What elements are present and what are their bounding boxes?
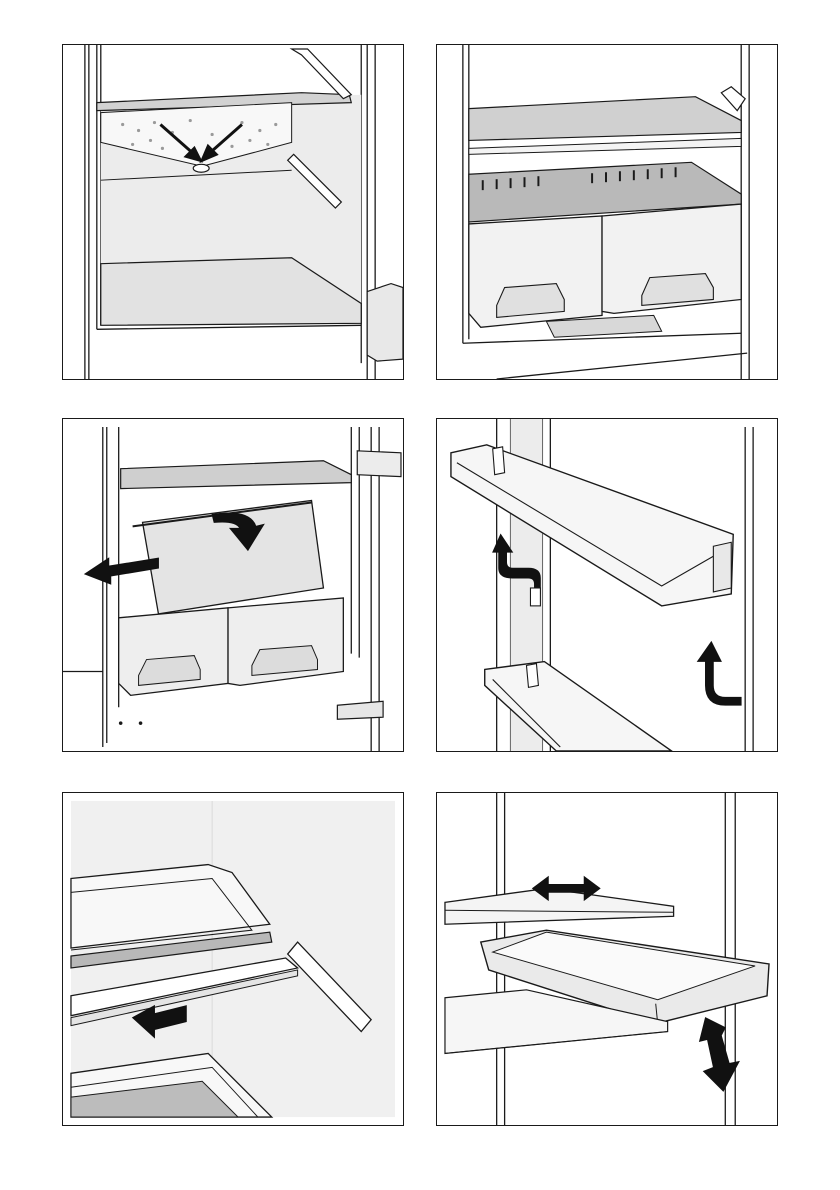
door-shelf-drawing <box>437 419 777 751</box>
shelf-insert-illustration <box>62 792 404 1126</box>
crisper-cover-drawing <box>63 419 403 751</box>
pull-down-arrow <box>699 1018 739 1092</box>
crisper-drawers-illustration <box>436 44 778 380</box>
shelf-insert-drawing <box>63 793 403 1125</box>
sliding-tray-illustration <box>436 792 778 1126</box>
upper-door-shelf <box>451 445 733 606</box>
glass-shelf <box>445 888 674 924</box>
remove-crisper-cover-illustration <box>62 418 404 752</box>
tilt-arrow <box>697 642 741 706</box>
sliding-tray-drawing <box>437 793 777 1125</box>
fridge-drain-drawing <box>63 45 403 379</box>
defrost-water-drain-illustration <box>62 44 404 380</box>
drain-hole <box>193 164 209 172</box>
pull-arrow <box>85 558 159 584</box>
crisper-drawers-drawing <box>437 45 777 379</box>
door-shelf-removal-illustration <box>436 418 778 752</box>
